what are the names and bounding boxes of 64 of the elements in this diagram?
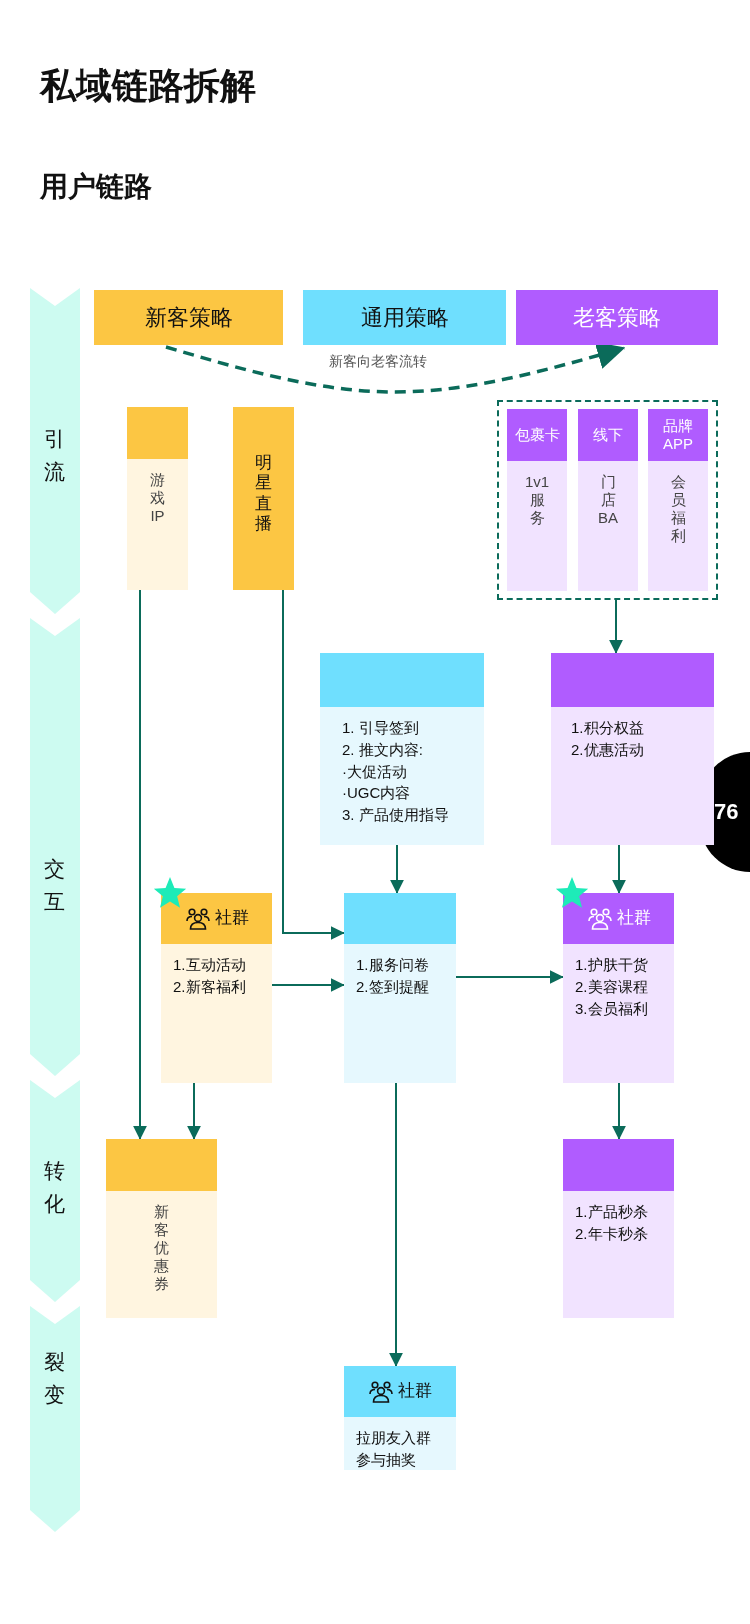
arrow <box>282 589 345 940</box>
card <box>507 409 567 591</box>
card-text: 新客优惠券 <box>153 1203 170 1293</box>
list-item: 2. 推文内容: <box>342 739 424 760</box>
card <box>648 409 708 591</box>
card-title: 社群 <box>214 908 249 929</box>
strategy-header: 老客策略 <box>516 290 718 345</box>
list-item: ·UGC内容 <box>342 783 412 804</box>
list-item: ·大促活动 <box>342 761 408 782</box>
card <box>233 407 294 590</box>
strategy-header: 新客策略 <box>94 290 283 345</box>
list-item: 1. 引导签到 <box>342 718 420 738</box>
arrow <box>390 844 404 894</box>
list-item: 2.年卡秒杀 <box>575 1223 649 1244</box>
list-item: 3. 产品使用指导 <box>342 805 450 825</box>
card-text: 门店BA <box>597 473 619 527</box>
edge-label: 新客向老客流转 <box>326 353 430 371</box>
card <box>578 409 638 591</box>
card <box>551 653 714 845</box>
list-item: 1.护肤干货 <box>575 955 649 975</box>
stage-label: 转化 <box>44 1158 65 1217</box>
arrow <box>133 589 147 1140</box>
arrow <box>455 970 564 984</box>
card-title: 线下 <box>593 426 623 444</box>
list-item: 3.会员福利 <box>575 998 649 1019</box>
list-item: 拉朋友入群 <box>356 1428 432 1448</box>
card-text: 游戏IP <box>149 471 166 525</box>
card-title: 包裹卡 <box>514 426 560 444</box>
card <box>161 893 272 1083</box>
list-item: 1.服务问卷 <box>356 955 430 975</box>
card <box>320 653 484 845</box>
arrow <box>612 1082 626 1140</box>
stage-label: 引流 <box>44 426 65 485</box>
card <box>106 1139 217 1318</box>
page-title: 私域链路拆解 <box>40 64 256 108</box>
stage-label: 交互 <box>44 856 65 915</box>
list-item: 2.签到提醒 <box>356 976 430 997</box>
list-item: 2.新客福利 <box>173 976 247 997</box>
list-item: 2.优惠活动 <box>571 739 645 760</box>
card-title: 社群 <box>616 908 651 929</box>
card <box>344 893 456 1083</box>
list-item: 1.积分权益 <box>571 718 645 738</box>
card <box>344 1366 456 1470</box>
arrow <box>187 1082 201 1140</box>
stage-label: 裂变 <box>44 1349 65 1408</box>
arrow <box>389 1082 403 1367</box>
list-item: 1.产品秒杀 <box>575 1202 649 1222</box>
arrow <box>271 978 345 992</box>
dashed-group-frame <box>497 400 718 600</box>
list-item: 1.互动活动 <box>173 955 247 975</box>
card <box>563 893 674 1083</box>
card-title: 品牌APP <box>662 417 694 453</box>
card <box>563 1139 674 1318</box>
card <box>127 407 188 590</box>
card-text: 会员福利 <box>669 473 687 545</box>
arrow <box>609 599 623 654</box>
list-item: 2.美容课程 <box>575 976 649 997</box>
card-text: 1v1服务 <box>523 473 551 527</box>
section-heading: 用户链路 <box>40 170 152 204</box>
list-item: 参与抽奖 <box>356 1449 417 1470</box>
strategy-header: 通用策略 <box>303 290 506 345</box>
card-text: 明星直播 <box>254 453 273 535</box>
arrow <box>612 844 626 894</box>
card-title: 社群 <box>398 1381 432 1402</box>
